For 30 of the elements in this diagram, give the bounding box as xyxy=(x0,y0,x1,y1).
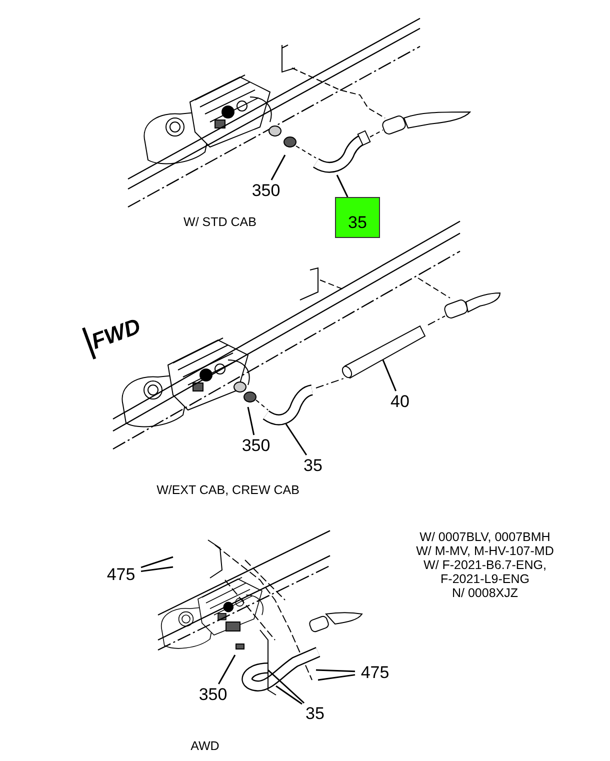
callout-number: 35 xyxy=(302,703,328,723)
callout-number: 40 xyxy=(386,391,414,411)
view-caption: W/EXT CAB, CREW CAB xyxy=(156,482,300,499)
callout-number: 35 xyxy=(300,455,326,475)
callout-number: 35 xyxy=(335,197,380,238)
callout-number: 350 xyxy=(194,684,232,704)
leader-line xyxy=(382,360,397,392)
leader-line xyxy=(140,566,174,572)
leader-line xyxy=(316,669,356,672)
leader-line xyxy=(270,154,286,180)
leader-line xyxy=(218,654,236,684)
callout-number: 350 xyxy=(247,180,285,200)
leader-line xyxy=(285,424,308,456)
leader-line xyxy=(276,685,302,705)
leader-line xyxy=(318,674,356,681)
view-caption: W/ STD CAB xyxy=(182,214,258,231)
callout-number: 475 xyxy=(101,564,141,584)
callout-number: 350 xyxy=(237,435,275,455)
callout-number: 475 xyxy=(355,662,395,682)
note-text: N/ 0008XJZ xyxy=(450,585,519,602)
direction-label: FWD xyxy=(82,310,146,360)
note-text: W/ M-MV, M-HV-107-MD xyxy=(415,543,555,560)
note-text: F-2021-L9-ENG xyxy=(440,571,530,588)
leader-line xyxy=(247,406,255,436)
leader-line xyxy=(268,669,305,704)
note-text: W/ 0007BLV, 0007BMH xyxy=(418,529,552,546)
view-caption: AWD xyxy=(190,738,220,755)
leader-line xyxy=(336,174,348,198)
note-text: W/ F-2021-B6.7-ENG, xyxy=(422,557,548,574)
leader-line xyxy=(140,556,174,568)
